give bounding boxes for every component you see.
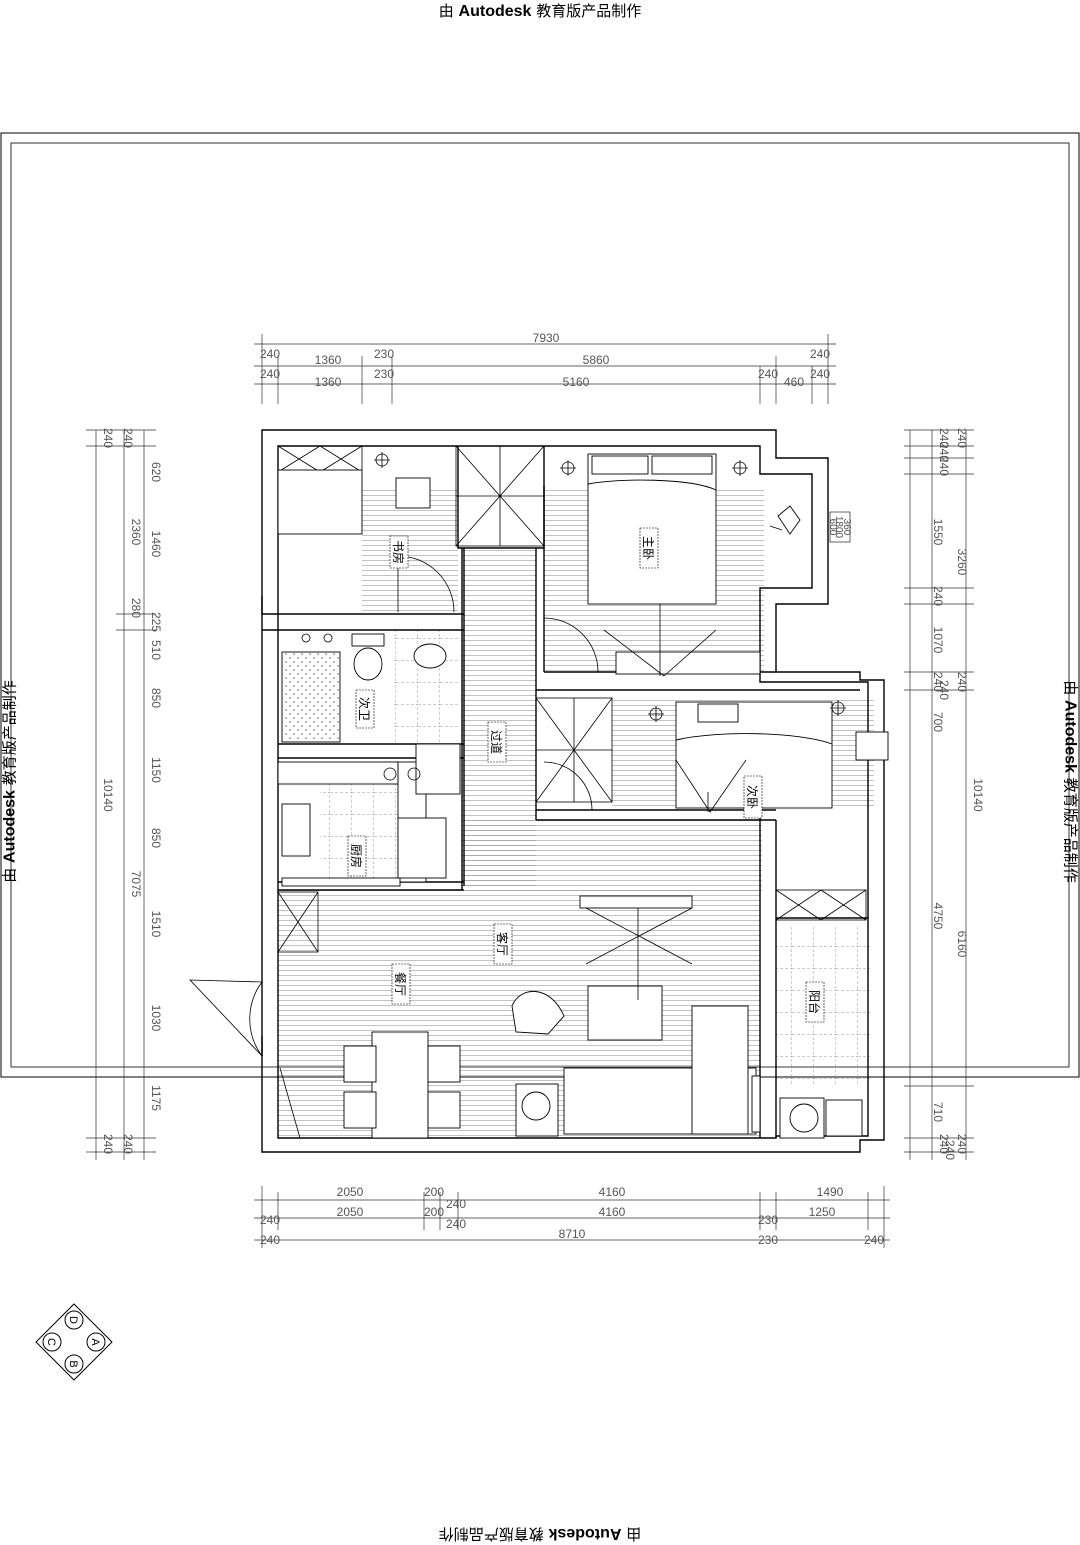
dim-text: 1030 (149, 1005, 163, 1032)
dim-text: 4160 (599, 1185, 626, 1199)
room-label-study: 书房 (391, 540, 406, 564)
dim-text: 620 (149, 462, 163, 482)
dim-text: 5160 (563, 375, 590, 389)
compass-label-b: B (67, 1360, 79, 1367)
dim-top-row2: 240 1360 230 5160 240 460 240 (260, 367, 830, 389)
dim-bottom-row1: 2050 200 240 4160 1490 (337, 1185, 844, 1211)
dim-text: 240 (810, 347, 830, 361)
dim-text: 240 (260, 367, 280, 381)
compass-label-c: C (45, 1338, 57, 1346)
dim-text: 2050 (337, 1205, 364, 1219)
compass-label-a: A (89, 1338, 101, 1346)
dim-text: 240 (955, 672, 969, 692)
dim-text: 240 (260, 1233, 280, 1247)
dim-text: 240 (121, 1134, 135, 1154)
dim-text: 6160 (955, 931, 969, 958)
room-label-dining-room: 餐厅 (393, 972, 408, 996)
dim-text: 460 (784, 375, 804, 389)
dim-text: 600 (827, 519, 838, 536)
dim-text: 240 (121, 428, 135, 448)
dim-right-inner: 240 240 240 1550 240 1070 240 240 700 47… (931, 428, 957, 1160)
dim-text: 2050 (337, 1185, 364, 1199)
dim-right-mid: 240 3260 240 6160 240 (955, 428, 969, 1154)
dim-bottom-row3: 240 8710 230 240 (260, 1227, 884, 1247)
dim-text: 1070 (931, 627, 945, 654)
dim-text: 4160 (599, 1205, 626, 1219)
dim-text: 200 (424, 1205, 444, 1219)
dim-text: 240 (810, 367, 830, 381)
dim-right-total: 10140 (971, 778, 985, 812)
dim-text: 1490 (817, 1185, 844, 1199)
dim-top-total: 7930 (533, 331, 560, 345)
dim-text: 1550 (931, 519, 945, 546)
dim-text: 700 (931, 712, 945, 732)
room-label-living-room: 客厅 (495, 932, 510, 956)
room-label-corridor: 过道 (489, 730, 503, 754)
dim-text: 240 (446, 1197, 466, 1211)
dim-text: 230 (374, 347, 394, 361)
dim-text: 200 (424, 1185, 444, 1199)
compass-label-d: D (67, 1316, 79, 1324)
dim-text: 710 (931, 1102, 945, 1122)
dim-text: 1460 (149, 531, 163, 558)
dim-text: 240 (758, 367, 778, 381)
room-label-second-bedroom: 次卧 (745, 785, 759, 809)
dim-text: 4750 (931, 903, 945, 930)
dim-text: 850 (149, 688, 163, 708)
dim-text: 1250 (809, 1205, 836, 1219)
dim-text: 240 (955, 428, 969, 448)
dim-text: 2360 (129, 519, 143, 546)
dim-text: 1175 (149, 1085, 163, 1111)
dim-text: 1150 (149, 757, 163, 783)
dim-text: 240 (446, 1217, 466, 1231)
window-dims: 360 1800 600 (827, 512, 852, 542)
dim-text: 230 (374, 367, 394, 381)
dim-text: 1360 (315, 353, 342, 367)
dim-text: 230 (758, 1233, 778, 1247)
dim-text: 510 (149, 640, 163, 660)
dim-text: 240 (937, 456, 951, 476)
dim-text: 240 (864, 1233, 884, 1247)
dim-text: 7075 (129, 871, 143, 898)
dim-left-total: 10140 (101, 778, 115, 812)
room-label-kitchen: 厨房 (349, 844, 364, 868)
dim-text: 240 (101, 428, 115, 448)
dim-top-row1: 240 1360 230 5860 240 (260, 347, 830, 367)
dim-text: 240 (260, 1213, 280, 1227)
dim-text: 3260 (955, 549, 969, 576)
dim-text: 1360 (315, 375, 342, 389)
room-label-second-bathroom: 次卫 (357, 697, 371, 721)
dim-text: 240 (937, 680, 951, 700)
dim-text: 5860 (583, 353, 610, 367)
dim-text: 240 (943, 1140, 957, 1160)
dim-text: 280 (129, 598, 143, 618)
room-label-balcony: 阳台 (807, 990, 822, 1014)
dim-text: 1510 (149, 911, 163, 938)
dim-text: 8710 (559, 1227, 586, 1241)
dim-text: 850 (149, 828, 163, 848)
dim-text: 240 (931, 586, 945, 606)
room-label-master-bedroom: 主卧 (641, 536, 655, 560)
dim-text: 240 (101, 1134, 115, 1154)
dim-text: 240 (260, 347, 280, 361)
dim-text: 230 (758, 1213, 778, 1227)
dim-text: 225 (149, 612, 163, 632)
